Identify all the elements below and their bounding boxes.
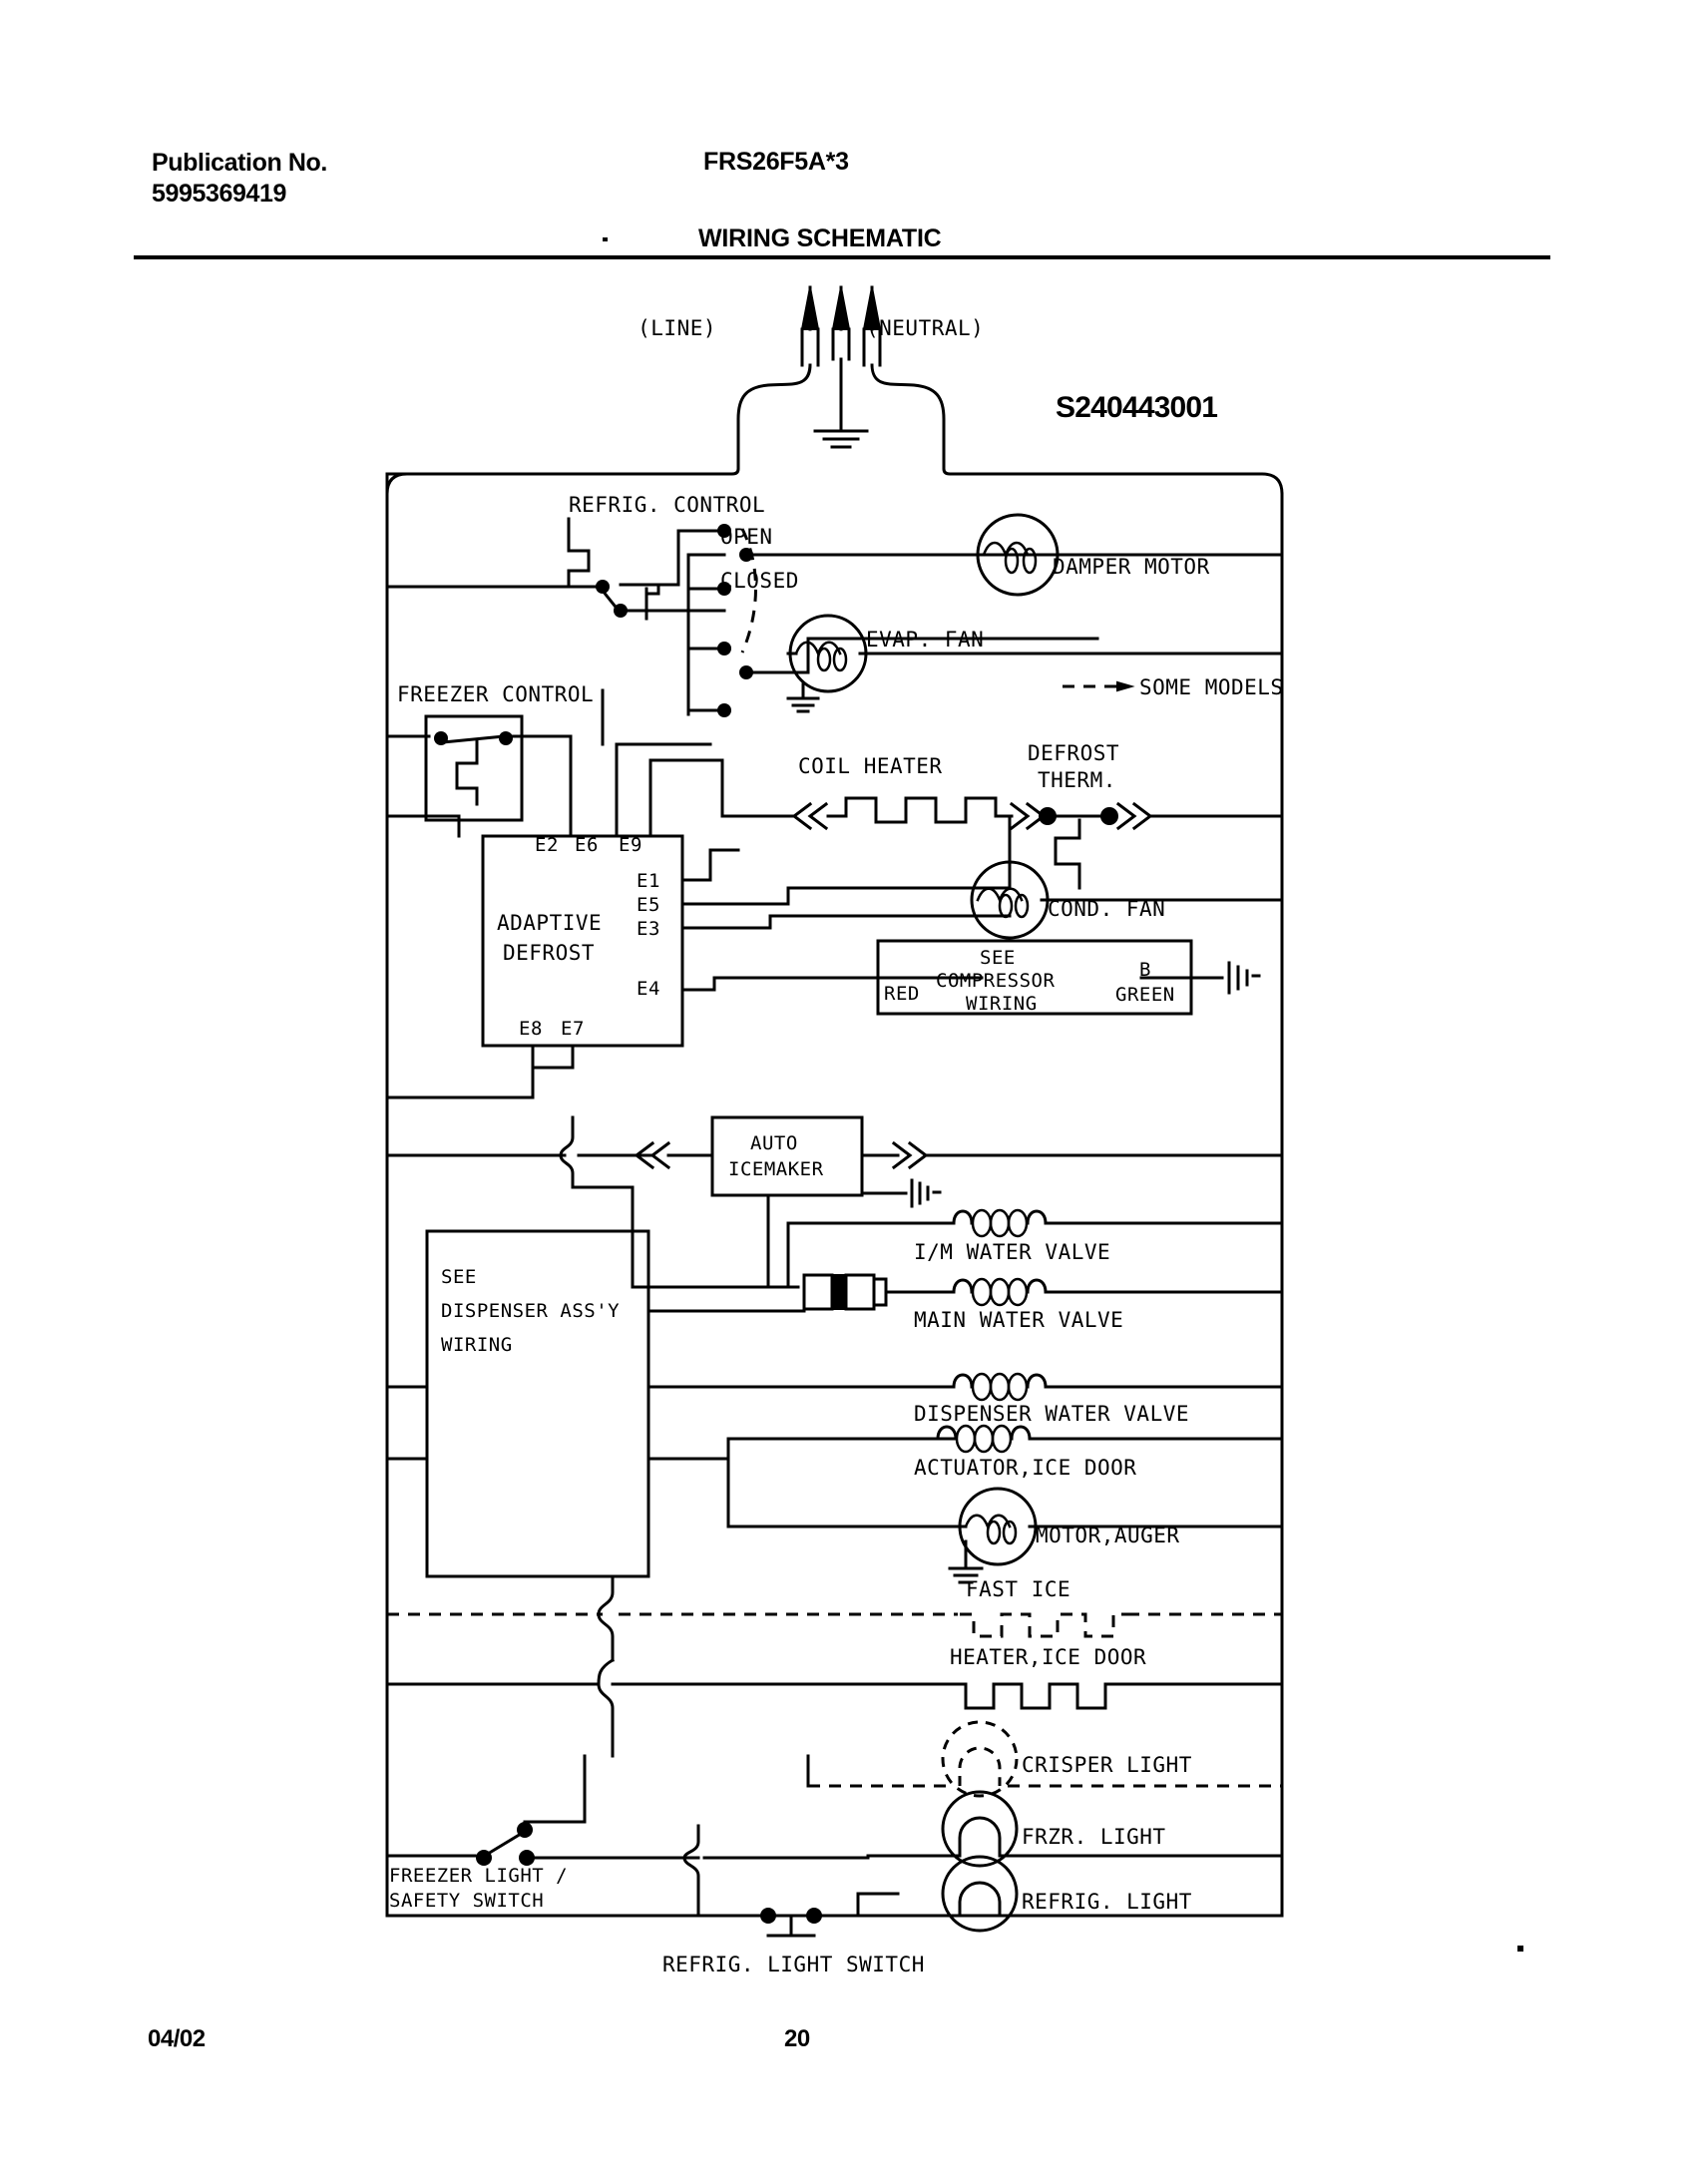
refrig-light-switch-label: REFRIG. LIGHT SWITCH (662, 1953, 925, 1976)
publication-number: 5995369419 (152, 180, 287, 208)
adaptive-defrost-module (481, 742, 724, 1048)
damper-motor-label: DAMPER MOTOR (1053, 555, 1210, 579)
auto-icemaker-box (577, 1115, 1284, 1289)
contact-dot (717, 642, 731, 655)
defrost-therm-label-1: DEFROST (1028, 741, 1119, 765)
frzr-light-label: FRZR. LIGHT (1022, 1825, 1166, 1849)
compressor-label-1: SEE (980, 947, 1016, 969)
refrig-light-switch (385, 1892, 900, 1938)
compressor-label-2: COMPRESSOR (936, 970, 1055, 992)
contact-dot (739, 665, 753, 679)
terminal-e2: E2 (535, 834, 559, 856)
adaptive-defrost-label-1: ADAPTIVE (497, 911, 602, 935)
part-number: S240443001 (1056, 391, 1218, 424)
cond-fan (970, 860, 1284, 940)
terminal-e8: E8 (519, 1018, 543, 1040)
freezer-control-label: FREEZER CONTROL (397, 682, 594, 706)
header-speck (603, 237, 608, 241)
terminal-e7: E7 (561, 1018, 585, 1040)
terminal-e9: E9 (619, 834, 642, 856)
actuator-ice-door (385, 1424, 1284, 1461)
contact-dot (739, 548, 753, 562)
evap-fan (786, 614, 1284, 713)
contact-dot (717, 703, 731, 717)
footer-date: 04/02 (148, 2025, 206, 2052)
main-water-valve-label: MAIN WATER VALVE (914, 1308, 1123, 1332)
line-label: (LINE) (638, 316, 716, 340)
compressor-wiring-box (876, 939, 1261, 1016)
defrost-therm-label-2: THERM. (1038, 768, 1116, 792)
refrig-control-label: REFRIG. CONTROL (569, 493, 765, 517)
freezer-light-switch-label-1: FREEZER LIGHT / (389, 1865, 568, 1887)
refrig-control-closed-label: CLOSED (720, 569, 799, 593)
terminal-e5: E5 (637, 894, 660, 916)
contact-dot (596, 580, 610, 594)
fast-ice-label: FAST ICE (966, 1577, 1070, 1601)
terminal-e4: E4 (637, 978, 660, 1000)
crisper-light (806, 1720, 1282, 1798)
heater-ice-door-label: HEATER,ICE DOOR (950, 1645, 1146, 1669)
footer-page-number: 20 (784, 2025, 810, 2052)
dispenser-assy-box (425, 1229, 650, 1578)
cond-fan-label: COND. FAN (1048, 897, 1165, 921)
some-models-legend (1063, 680, 1135, 692)
page-title: WIRING SCHEMATIC (698, 224, 942, 252)
frzr-light (866, 1790, 1284, 1868)
main-water-valve (631, 1273, 1284, 1313)
contact-dot (614, 604, 628, 618)
im-water-valve-label: I/M WATER VALVE (914, 1240, 1110, 1264)
header-rule (134, 255, 1550, 259)
refrig-light-label: REFRIG. LIGHT (1022, 1890, 1192, 1914)
compressor-b-label: B (1139, 959, 1151, 981)
fast-ice (387, 1574, 1282, 1662)
some-models-label: SOME MODELS (1139, 675, 1284, 699)
adaptive-defrost-label-2: DEFROST (503, 941, 595, 965)
freezer-light-safety-switch (385, 1754, 870, 1900)
heater-ice-door (385, 1657, 1284, 1758)
publication-block: Publication No. 5995369419 (152, 148, 327, 210)
compressor-red-label: RED (884, 983, 920, 1005)
coil-heater-label: COIL HEATER (798, 754, 943, 778)
dispenser-water-valve (385, 1372, 1284, 1402)
neutral-label: (NEUTRAL) (866, 316, 984, 340)
footer-speck (1517, 1946, 1523, 1952)
dispenser-label-1: SEE (441, 1266, 477, 1288)
motor-auger (726, 1457, 1284, 1584)
crisper-light-label: CRISPER LIGHT (1022, 1753, 1192, 1777)
terminal-e1: E1 (637, 870, 660, 892)
coil-heater-element (720, 796, 1060, 831)
dispenser-water-valve-label: DISPENSER WATER VALVE (914, 1402, 1189, 1426)
dispenser-label-3: WIRING (441, 1334, 513, 1356)
dispenser-label-2: DISPENSER ASS'Y (441, 1300, 620, 1322)
terminal-e6: E6 (575, 834, 599, 856)
freezer-control-switch (385, 714, 573, 824)
contact-dot (717, 524, 731, 538)
publication-label: Publication No. (152, 149, 327, 177)
actuator-ice-door-label: ACTUATOR,ICE DOOR (914, 1456, 1136, 1480)
auto-icemaker-label-1: AUTO (750, 1132, 798, 1154)
defrost-thermostat (1039, 801, 1284, 890)
power-cord-prongs (800, 285, 882, 367)
freezer-light-switch-label-2: SAFETY SWITCH (389, 1890, 544, 1912)
terminal-e3: E3 (637, 918, 660, 940)
compressor-label-3: WIRING (966, 993, 1038, 1015)
supply-wires (736, 357, 946, 449)
auto-icemaker-label-2: ICEMAKER (728, 1158, 824, 1180)
damper-motor (976, 513, 1060, 597)
refrig-light (896, 1855, 1284, 1933)
compressor-green-label: GREEN (1115, 984, 1175, 1006)
motor-auger-label: MOTOR,AUGER (1036, 1524, 1180, 1547)
contact-dot (717, 582, 731, 596)
model-number: FRS26F5A*3 (703, 148, 849, 176)
evap-fan-label: EVAP. FAN (866, 628, 984, 652)
